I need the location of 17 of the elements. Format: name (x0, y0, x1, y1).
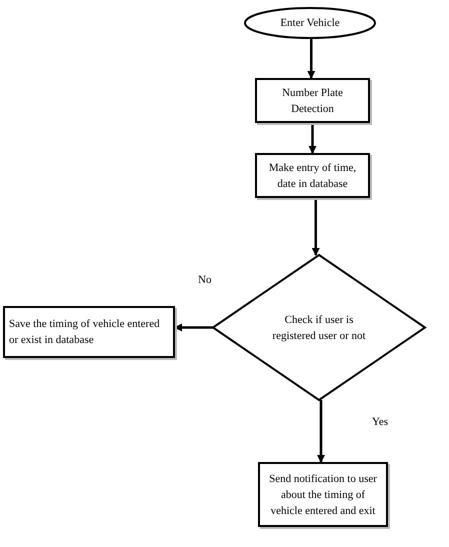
node-text: Make entry of time, date in database (268, 160, 358, 192)
arrow (312, 198, 320, 256)
arrow (174, 324, 213, 332)
node-text: Number Plate Detection (281, 86, 344, 116)
process-box (3, 306, 175, 358)
node-text: Send notification to user about the timing of vehicle entered and exit (268, 472, 378, 518)
arrow (307, 38, 316, 79)
process-box (258, 462, 388, 527)
node-text: Check if user is registered user or not (271, 312, 367, 344)
process-box (255, 78, 370, 123)
node-text: Save the timing of vehicle entered or exist in database (9, 317, 161, 348)
process-box (255, 153, 370, 198)
start-ellipse (244, 7, 376, 39)
arrow (317, 400, 325, 463)
node-text: Enter Vehicle (280, 16, 340, 31)
decision-diamond (211, 254, 427, 402)
arrow (308, 123, 316, 154)
